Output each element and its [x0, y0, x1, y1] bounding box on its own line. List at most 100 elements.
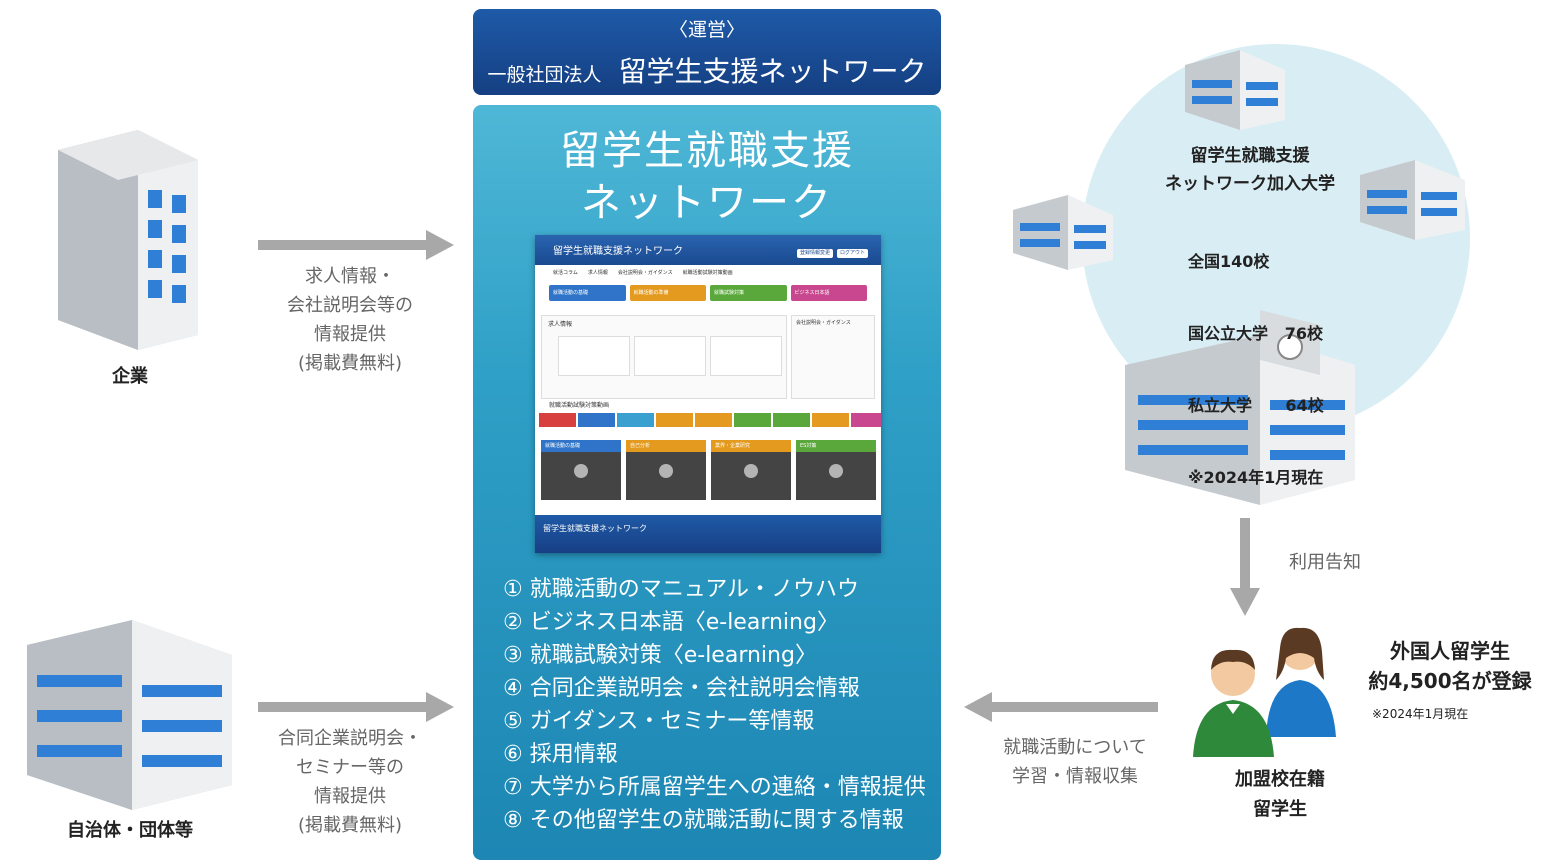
panel-title: 留学生就職支援 ネットワーク [473, 125, 941, 229]
site-tab [695, 413, 732, 427]
site-categories: 就職活動の基礎 就職活動の準備 就職試験対策 ビジネス日本語 [535, 285, 881, 301]
site-nav-item: 会社説明会・ガイダンス [617, 270, 673, 276]
feature-item: ③ 就職試験対策〈e-learning〉 [503, 643, 817, 668]
company-building-icon [58, 130, 198, 350]
site-footer: 留学生就職支援ネットワーク [535, 515, 881, 553]
flow-line: (掲載費無料) [297, 353, 403, 374]
study-flow-text: 就職活動について 学習・情報収集 [985, 733, 1165, 791]
site-nav-item: 就活コラム [553, 270, 578, 276]
notice-flow-text: 利用告知 [1289, 552, 1361, 573]
operator-org-type: 一般社団法人 [487, 64, 602, 86]
arrow-right-icon [258, 692, 454, 722]
government-building-icon [27, 620, 232, 810]
company-flow-text: 求人情報・ 会社説明会等の 情報提供 (掲載費無料) [255, 262, 445, 378]
site-category: 就職活動の準備 [629, 285, 706, 301]
government-flow-text: 合同企業説明会・ セミナー等の 情報提供 (掲載費無料) [250, 724, 450, 840]
site-video-title: 自己分析 [626, 440, 706, 452]
site-guidance-label: 会社説明会・ガイダンス [796, 320, 851, 326]
feature-item: ⑧ その他留学生の就職活動に関する情報 [503, 808, 904, 833]
student-count: 外国人留学生 約4,500名が登録 [1345, 636, 1555, 696]
operator-header: 〈運営〉 一般社団法人 留学生支援ネットワーク [473, 9, 941, 95]
site-tab [812, 413, 849, 427]
site-video-tabs [539, 413, 881, 427]
play-icon [744, 464, 758, 478]
flow-line: 合同企業説明会・ [278, 728, 422, 749]
university-title-line: ネットワーク加入大学 [1165, 174, 1335, 194]
website-screenshot: 留学生就職支援ネットワーク 登録情報変更 ログアウト 就活コラム 求人情報 会社… [535, 235, 881, 553]
site-category: ビジネス日本語 [790, 285, 867, 301]
site-tab [578, 413, 615, 427]
university-main-building-icon [1125, 310, 1355, 505]
site-video-title: ES対策 [796, 440, 876, 452]
university-stat: 私立大学 64校 [1188, 396, 1324, 415]
panel-title-line2: ネットワーク [581, 180, 833, 226]
site-footer-title: 留学生就職支援ネットワーク [543, 524, 647, 533]
feature-item: ② ビジネス日本語〈e-learning〉 [503, 610, 839, 635]
site-edit-button: 登録情報変更 [797, 249, 834, 258]
site-video: 就職活動の基礎 [541, 440, 621, 500]
university-building-icon [1013, 195, 1113, 270]
site-nav-item: 求人情報 [587, 270, 608, 276]
site-video: 業界・企業研究 [711, 440, 791, 500]
play-icon [829, 464, 843, 478]
university-stats: 全国140校 国公立大学 76校 私立大学 64校 ※2024年1月現在 [1188, 202, 1324, 514]
government-label: 自治体・団体等 [67, 820, 193, 841]
site-video: 自己分析 [626, 440, 706, 500]
site-jobs-label: 求人情報 [548, 321, 573, 328]
site-videos-label: 就職活動試験対策動画 [549, 402, 610, 409]
arrow-right-icon [258, 230, 454, 260]
flow-line: 情報提供 [314, 324, 386, 345]
site-job-logo [558, 336, 630, 376]
university-building-icon [1360, 160, 1465, 240]
operator-org-name: 留学生支援ネットワーク [618, 55, 927, 88]
university-stat: 全国140校 [1188, 252, 1270, 271]
student-count-line: 外国人留学生 [1390, 639, 1510, 663]
flow-line: 求人情報・ [305, 266, 395, 287]
feature-item: ① 就職活動のマニュアル・ノウハウ [503, 577, 860, 602]
site-category: 就職試験対策 [710, 285, 787, 301]
university-title-line: 留学生就職支援 [1190, 146, 1310, 166]
flow-line: 会社説明会等の [287, 295, 413, 316]
site-tab [656, 413, 693, 427]
network-panel: 留学生就職支援 ネットワーク 留学生就職支援ネットワーク 登録情報変更 ログアウ… [473, 105, 941, 860]
student-count-line: 約4,500名が登録 [1368, 669, 1532, 693]
student-label-line: 留学生 [1253, 799, 1307, 820]
university-title: 留学生就職支援 ネットワーク加入大学 [1130, 142, 1370, 198]
operator-heading: 〈運営〉 [668, 19, 745, 41]
site-tab [539, 413, 576, 427]
flow-line: (掲載費無料) [297, 815, 403, 836]
site-logout-button: ログアウト [837, 249, 869, 258]
site-tab [773, 413, 810, 427]
site-jobs-box: 求人情報 [541, 315, 787, 399]
students-icon [1193, 627, 1336, 757]
site-tab [734, 413, 771, 427]
university-stat: ※2024年1月現在 [1188, 468, 1324, 487]
site-video: ES対策 [796, 440, 876, 500]
feature-item: ⑤ ガイダンス・セミナー等情報 [503, 709, 815, 734]
panel-title-line1: 留学生就職支援 [560, 128, 854, 174]
flow-line: 情報提供 [314, 786, 386, 807]
play-icon [574, 464, 588, 478]
company-label: 企業 [112, 366, 148, 387]
site-tab [851, 413, 881, 427]
feature-item: ④ 合同企業説明会・会社説明会情報 [503, 676, 860, 701]
university-building-icon [1185, 50, 1285, 130]
feature-item: ⑦ 大学から所属留学生への連絡・情報提供 [503, 775, 926, 800]
feature-item: ⑥ 採用情報 [503, 742, 618, 767]
site-category: 就職活動の基礎 [549, 285, 626, 301]
site-job-logo [634, 336, 706, 376]
site-guidance-box: 会社説明会・ガイダンス [791, 315, 875, 399]
feature-list: ① 就職活動のマニュアル・ノウハウ ② ビジネス日本語〈e-learning〉 … [503, 573, 926, 837]
university-stat: 国公立大学 76校 [1188, 324, 1323, 343]
student-label-line: 加盟校在籍 [1235, 769, 1325, 790]
arrow-left-icon [964, 692, 1158, 722]
flow-line: 学習・情報収集 [1012, 766, 1138, 787]
site-nav: 就活コラム 求人情報 会社説明会・ガイダンス 就職活動試験対策動画 [535, 265, 881, 285]
play-icon [659, 464, 673, 478]
site-title: 留学生就職支援ネットワーク [553, 246, 683, 257]
site-tab [617, 413, 654, 427]
site-video-title: 業界・企業研究 [711, 440, 791, 452]
arrow-down-icon [1230, 518, 1260, 616]
site-videos: 就職活動の基礎 自己分析 業界・企業研究 ES対策 [541, 440, 876, 500]
flow-line: 就職活動について [1003, 737, 1147, 758]
